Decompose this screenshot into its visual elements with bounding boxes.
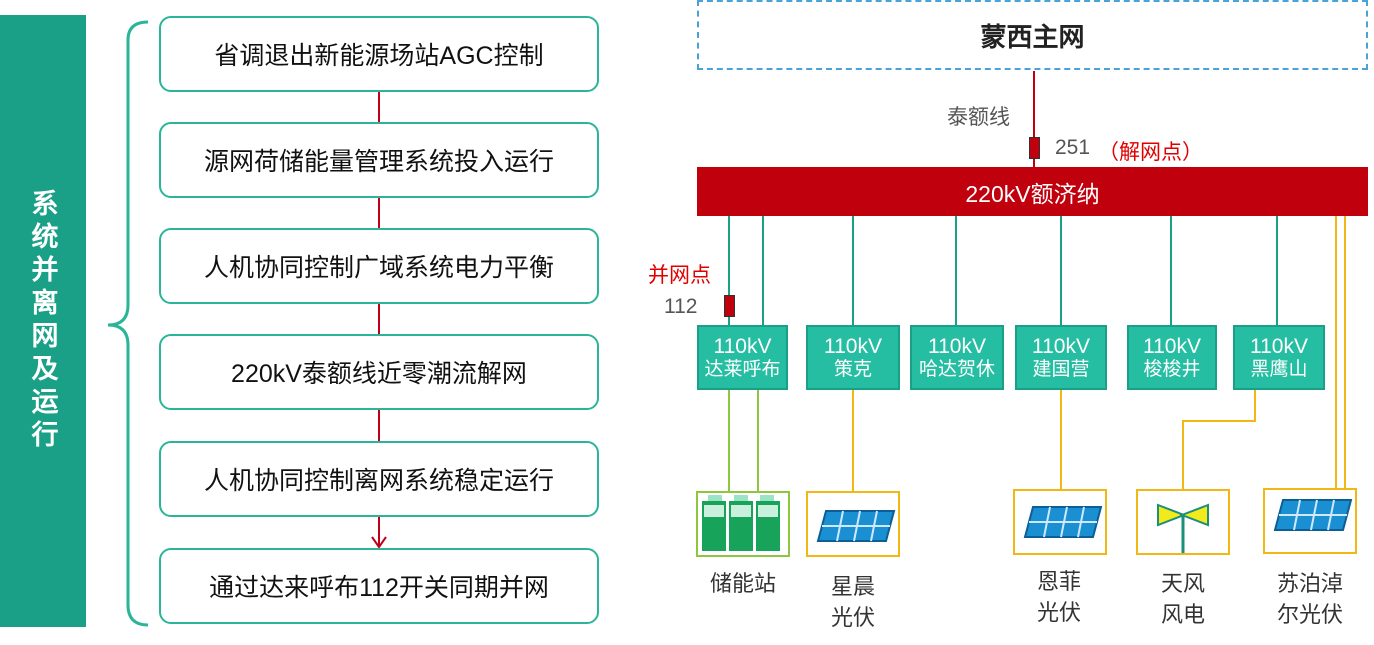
unit-label-enfei: 恩菲 光伏	[1036, 569, 1081, 625]
down-arrow-icon	[371, 536, 387, 549]
pv-unit-subohnao	[1263, 488, 1357, 554]
solar-panel-icon	[1023, 506, 1103, 538]
substation-suosuojing: 110kV 梭梭井	[1127, 325, 1217, 390]
unit-label-tianfeng: 天风 风电	[1160, 571, 1205, 627]
solar-panel-icon	[1273, 499, 1353, 531]
substation-heiyingshan: 110kV 黑鹰山	[1233, 325, 1325, 390]
step-4: 220kV泰额线近零潮流解网	[159, 334, 599, 410]
wind-unit-tianfeng	[1136, 489, 1230, 555]
split-breaker-number: 251	[1055, 136, 1091, 159]
solar-panel-icon	[816, 510, 896, 542]
step-connector	[378, 92, 380, 122]
step-connector	[378, 198, 380, 228]
step-connector	[378, 517, 380, 545]
step-connector	[378, 410, 380, 441]
process-title-bar: 系统并离网及运行	[0, 15, 86, 627]
pv-unit-xingchen	[806, 491, 900, 557]
wind-turbine-icon	[1157, 503, 1209, 553]
unit-label-xingchen: 星晨 光伏	[830, 574, 875, 630]
battery-icon	[702, 495, 780, 551]
step-1: 省调退出新能源场站AGC控制	[159, 16, 599, 92]
line-name-label: 泰额线	[947, 106, 1010, 129]
main-grid-box: 蒙西主网	[697, 0, 1368, 70]
unit-label-storage: 储能站	[709, 571, 776, 596]
split-breaker-icon	[1029, 137, 1040, 159]
step-connector	[378, 304, 380, 334]
split-point-label: （解网点）	[1098, 141, 1203, 164]
bus-220kv: 220kV额济纳	[697, 167, 1368, 216]
pv-unit-enfei	[1013, 489, 1107, 555]
step-2: 源网荷储能量管理系统投入运行	[159, 122, 599, 198]
step-6: 通过达来呼布112开关同期并网	[159, 548, 599, 624]
substation-ceke: 110kV 策克	[806, 325, 900, 390]
step-3: 人机协同控制广域系统电力平衡	[159, 228, 599, 304]
join-breaker-number: 112	[664, 295, 698, 318]
substation-jianguoying: 110kV 建国营	[1015, 325, 1107, 390]
substation-hadahexiu: 110kV 哈达贺休	[910, 325, 1004, 390]
substation-dalaihubu: 110kV 达莱呼布	[697, 325, 788, 390]
left-brace	[107, 20, 149, 627]
process-title: 系统并离网及运行	[27, 189, 58, 453]
join-point-label: 并网点	[648, 264, 711, 287]
unit-label-subohnao: 苏泊淖 尔光伏	[1276, 571, 1343, 627]
step-5: 人机协同控制离网系统稳定运行	[159, 441, 599, 517]
battery-storage-unit	[696, 491, 790, 557]
join-breaker-icon	[724, 295, 735, 317]
